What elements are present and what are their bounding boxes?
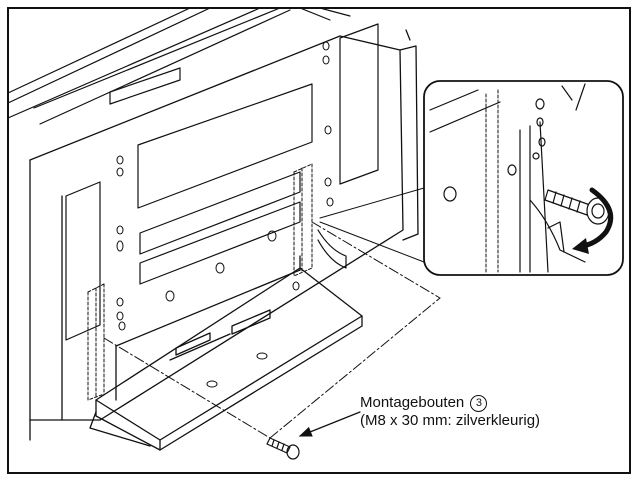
zoom-inset	[423, 80, 624, 276]
display-rear-panel	[29, 29, 419, 421]
callout-ref-number: 3	[470, 395, 488, 412]
curved-arrow-icon	[579, 187, 614, 249]
display-top-edge	[8, 8, 351, 125]
bolt-callout: Montagebouten 3 (M8 x 30 mm: zilverkleur…	[360, 394, 540, 430]
panel-cutouts	[65, 23, 379, 341]
callout-arrow	[298, 411, 361, 437]
mounting-holes	[116, 41, 334, 388]
stand-base	[29, 255, 363, 451]
callout-spec: (M8 x 30 mm: zilverkleurig)	[360, 412, 541, 429]
callout-title-line: Montagebouten 3	[360, 394, 540, 412]
alignment-lines	[103, 221, 441, 439]
stand-foot	[317, 229, 347, 269]
bolt-icon	[266, 437, 300, 460]
curved-arrow-head	[572, 238, 589, 254]
callout-title: Montagebouten	[360, 394, 465, 411]
hidden-brackets	[87, 163, 313, 401]
zoom-leader-lines	[319, 187, 425, 263]
